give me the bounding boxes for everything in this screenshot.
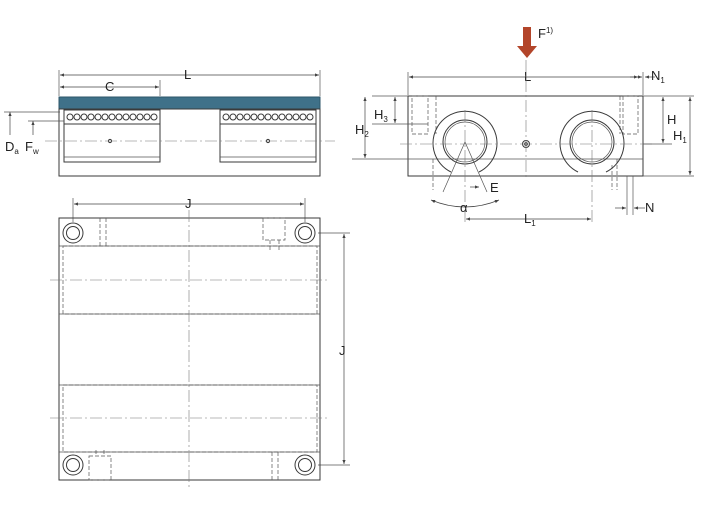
ball: [236, 113, 244, 121]
front-section-view: C L: [4, 67, 335, 177]
dimension-alpha: α: [430, 141, 500, 215]
label-l1: L1: [524, 211, 536, 228]
side-body-outline: [407, 95, 644, 177]
dimension-h1: H1: [643, 97, 694, 177]
ball: [150, 113, 158, 121]
ball: [136, 113, 144, 121]
ball: [73, 113, 81, 121]
dimension-h3: H3: [372, 95, 428, 125]
housing-outline: [58, 108, 321, 177]
label-e: E: [490, 180, 499, 195]
ball: [278, 113, 286, 121]
top-view: J J: [50, 196, 350, 490]
label-j-right: J: [339, 343, 346, 358]
ball-row-right: [222, 113, 314, 121]
ball: [229, 113, 237, 121]
ball-row-left: [66, 113, 158, 121]
ball: [101, 113, 109, 121]
corner-hole-top-left: [62, 222, 84, 244]
dimension-h: H: [643, 95, 694, 145]
ball: [108, 113, 116, 121]
ball: [222, 113, 230, 121]
ball: [122, 113, 130, 121]
ball: [292, 113, 300, 121]
label-j-top: J: [185, 196, 192, 211]
ball: [271, 113, 279, 121]
dimension-l: L: [58, 67, 321, 96]
ball: [306, 113, 314, 121]
ball: [285, 113, 293, 121]
label-h2: H2: [355, 122, 369, 139]
dimension-n: N: [615, 176, 654, 215]
label-l-side: L: [524, 69, 531, 84]
dimension-h2: H2: [352, 97, 408, 160]
label-n1: N1: [651, 68, 665, 85]
side-view: F1) L N1: [352, 26, 694, 228]
ball: [87, 113, 95, 121]
dimension-da-fw: Da Fw: [4, 111, 64, 156]
label-h: H: [667, 112, 676, 127]
dimension-l1: L1: [466, 211, 591, 228]
dimension-c: C: [58, 79, 161, 96]
ball: [299, 113, 307, 121]
load-arrow: F1): [517, 26, 553, 58]
label-da: Da: [5, 139, 19, 156]
ball: [94, 113, 102, 121]
ball: [257, 113, 265, 121]
dimension-j-right: J: [318, 232, 350, 466]
ball: [129, 113, 137, 121]
housing-band: [58, 96, 321, 110]
top-body-outline: [58, 217, 321, 481]
ball: [80, 113, 88, 121]
label-fw: Fw: [25, 139, 39, 156]
dimension-l-side: L: [407, 69, 644, 95]
ball: [264, 113, 272, 121]
label-f: F1): [538, 26, 553, 41]
ball: [243, 113, 251, 121]
ball: [66, 113, 74, 121]
dimension-e: E: [470, 180, 499, 195]
right-linear-bearing: [219, 109, 317, 163]
label-h1: H1: [673, 128, 687, 145]
corner-hole-bottom-left: [62, 454, 84, 476]
left-linear-bearing: [63, 109, 161, 163]
corner-hole-bottom-right: [294, 454, 316, 476]
ball: [115, 113, 123, 121]
ball: [143, 113, 151, 121]
label-h3: H3: [374, 107, 388, 124]
corner-hole-top-right: [294, 222, 316, 244]
label-l: L: [184, 67, 191, 82]
dimension-n1: N1: [630, 68, 665, 85]
label-c: C: [105, 79, 114, 94]
label-alpha: α: [460, 200, 468, 215]
label-n: N: [645, 200, 654, 215]
ball: [250, 113, 258, 121]
